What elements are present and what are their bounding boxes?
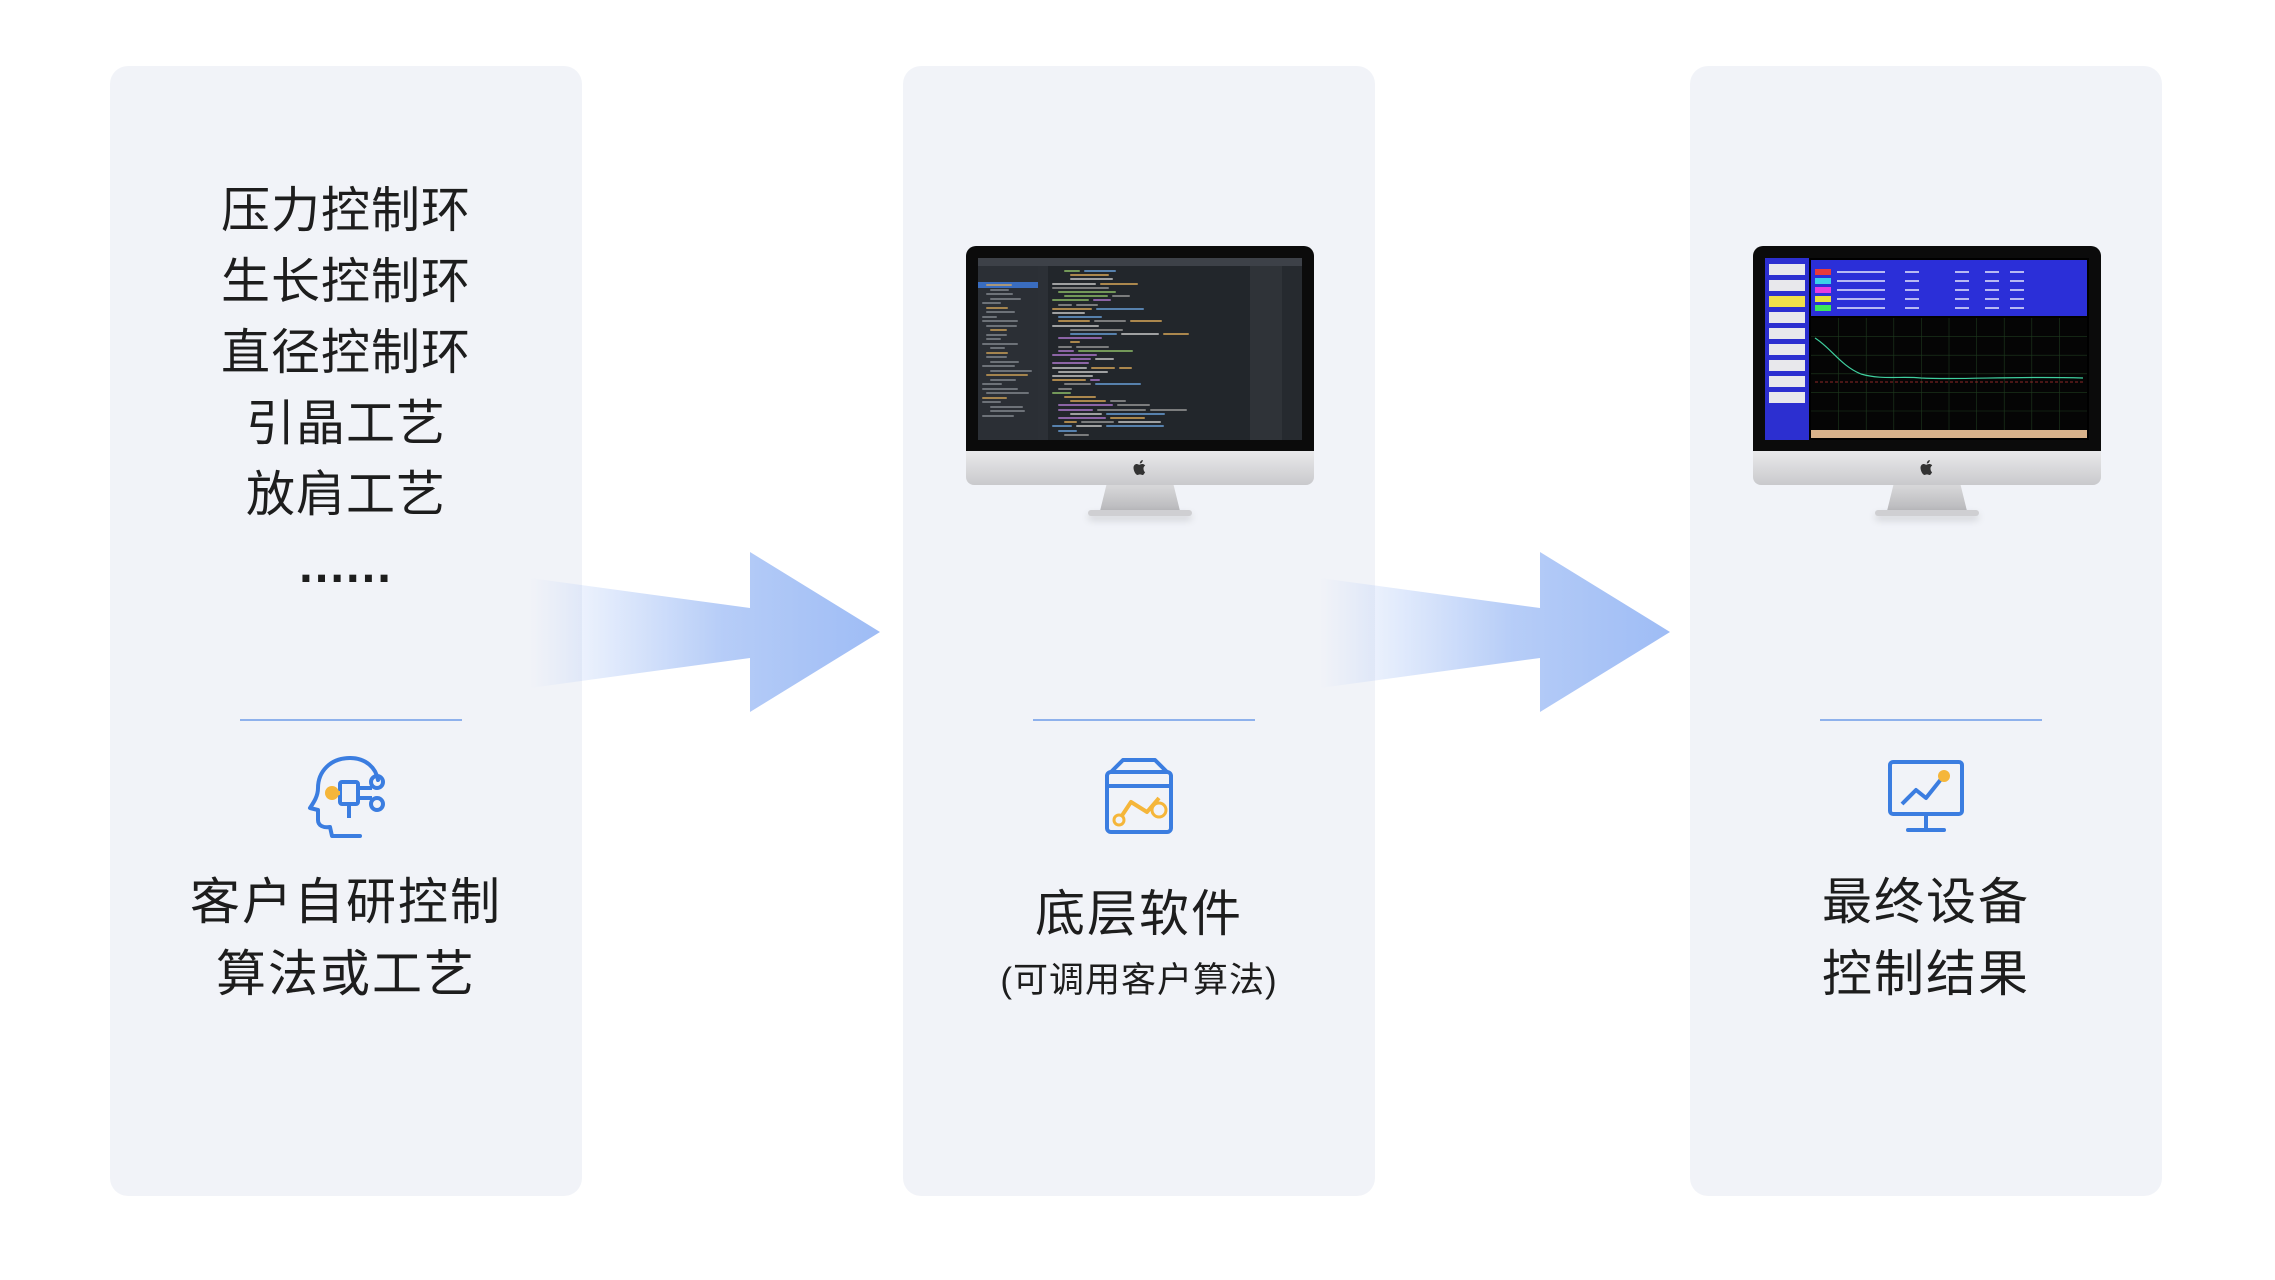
apple-logo-icon [1133,460,1146,475]
card-custom-algorithm: 压力控制环 生长控制环 直径控制环 引晶工艺 放肩工艺 ...... 客户自研控… [110,66,582,1196]
monitor-neck [1887,485,1967,511]
monitor-neck [1100,485,1180,511]
column-label: 最终设备 控制结果 [1690,866,2162,1010]
divider [1820,719,2042,721]
process-item: 直径控制环 [220,326,471,380]
column-label: 底层软件 [1035,886,1243,942]
monitor-foot [1875,510,1979,516]
monitor-chart-icon [1888,760,1964,832]
trend-plot [1811,318,2087,430]
monitor-bezel [1753,246,2101,451]
monitor-foot [1088,510,1192,516]
label-line: 最终设备 [1822,874,2030,930]
process-item: 引晶工艺 [245,397,446,451]
monitor-bezel [966,246,1314,451]
code-editor-screen [978,258,1302,440]
divider [1033,719,1255,721]
flow-arrow [1320,552,1670,712]
process-item: 放肩工艺 [245,468,446,522]
monitor [1753,246,2101,594]
hmi-trend-screen [1765,258,2089,440]
process-item: 生长控制环 [220,255,471,309]
monitor [966,246,1314,594]
process-item: 压力控制环 [220,184,471,238]
label-line: 客户自研控制 [190,874,502,930]
flow-arrow [530,552,880,712]
column-sublabel: (可调用客户算法) [1000,961,1278,1000]
column-label: 客户自研控制 算法或工艺 [110,866,582,1010]
card-base-software: 底层软件 (可调用客户算法) [903,66,1375,1196]
label-line: 控制结果 [1822,946,2030,1002]
card-control-result: 最终设备 控制结果 [1690,66,2162,1196]
process-list: 压力控制环 生长控制环 直径控制环 引晶工艺 放肩工艺 ...... [110,176,582,602]
process-item-ellipsis: ...... [299,539,393,593]
head-gear-icon [308,756,385,838]
divider [240,719,462,721]
label-line: 算法或工艺 [216,946,476,1002]
software-box-icon [1105,758,1173,834]
apple-logo-icon [1920,460,1933,475]
